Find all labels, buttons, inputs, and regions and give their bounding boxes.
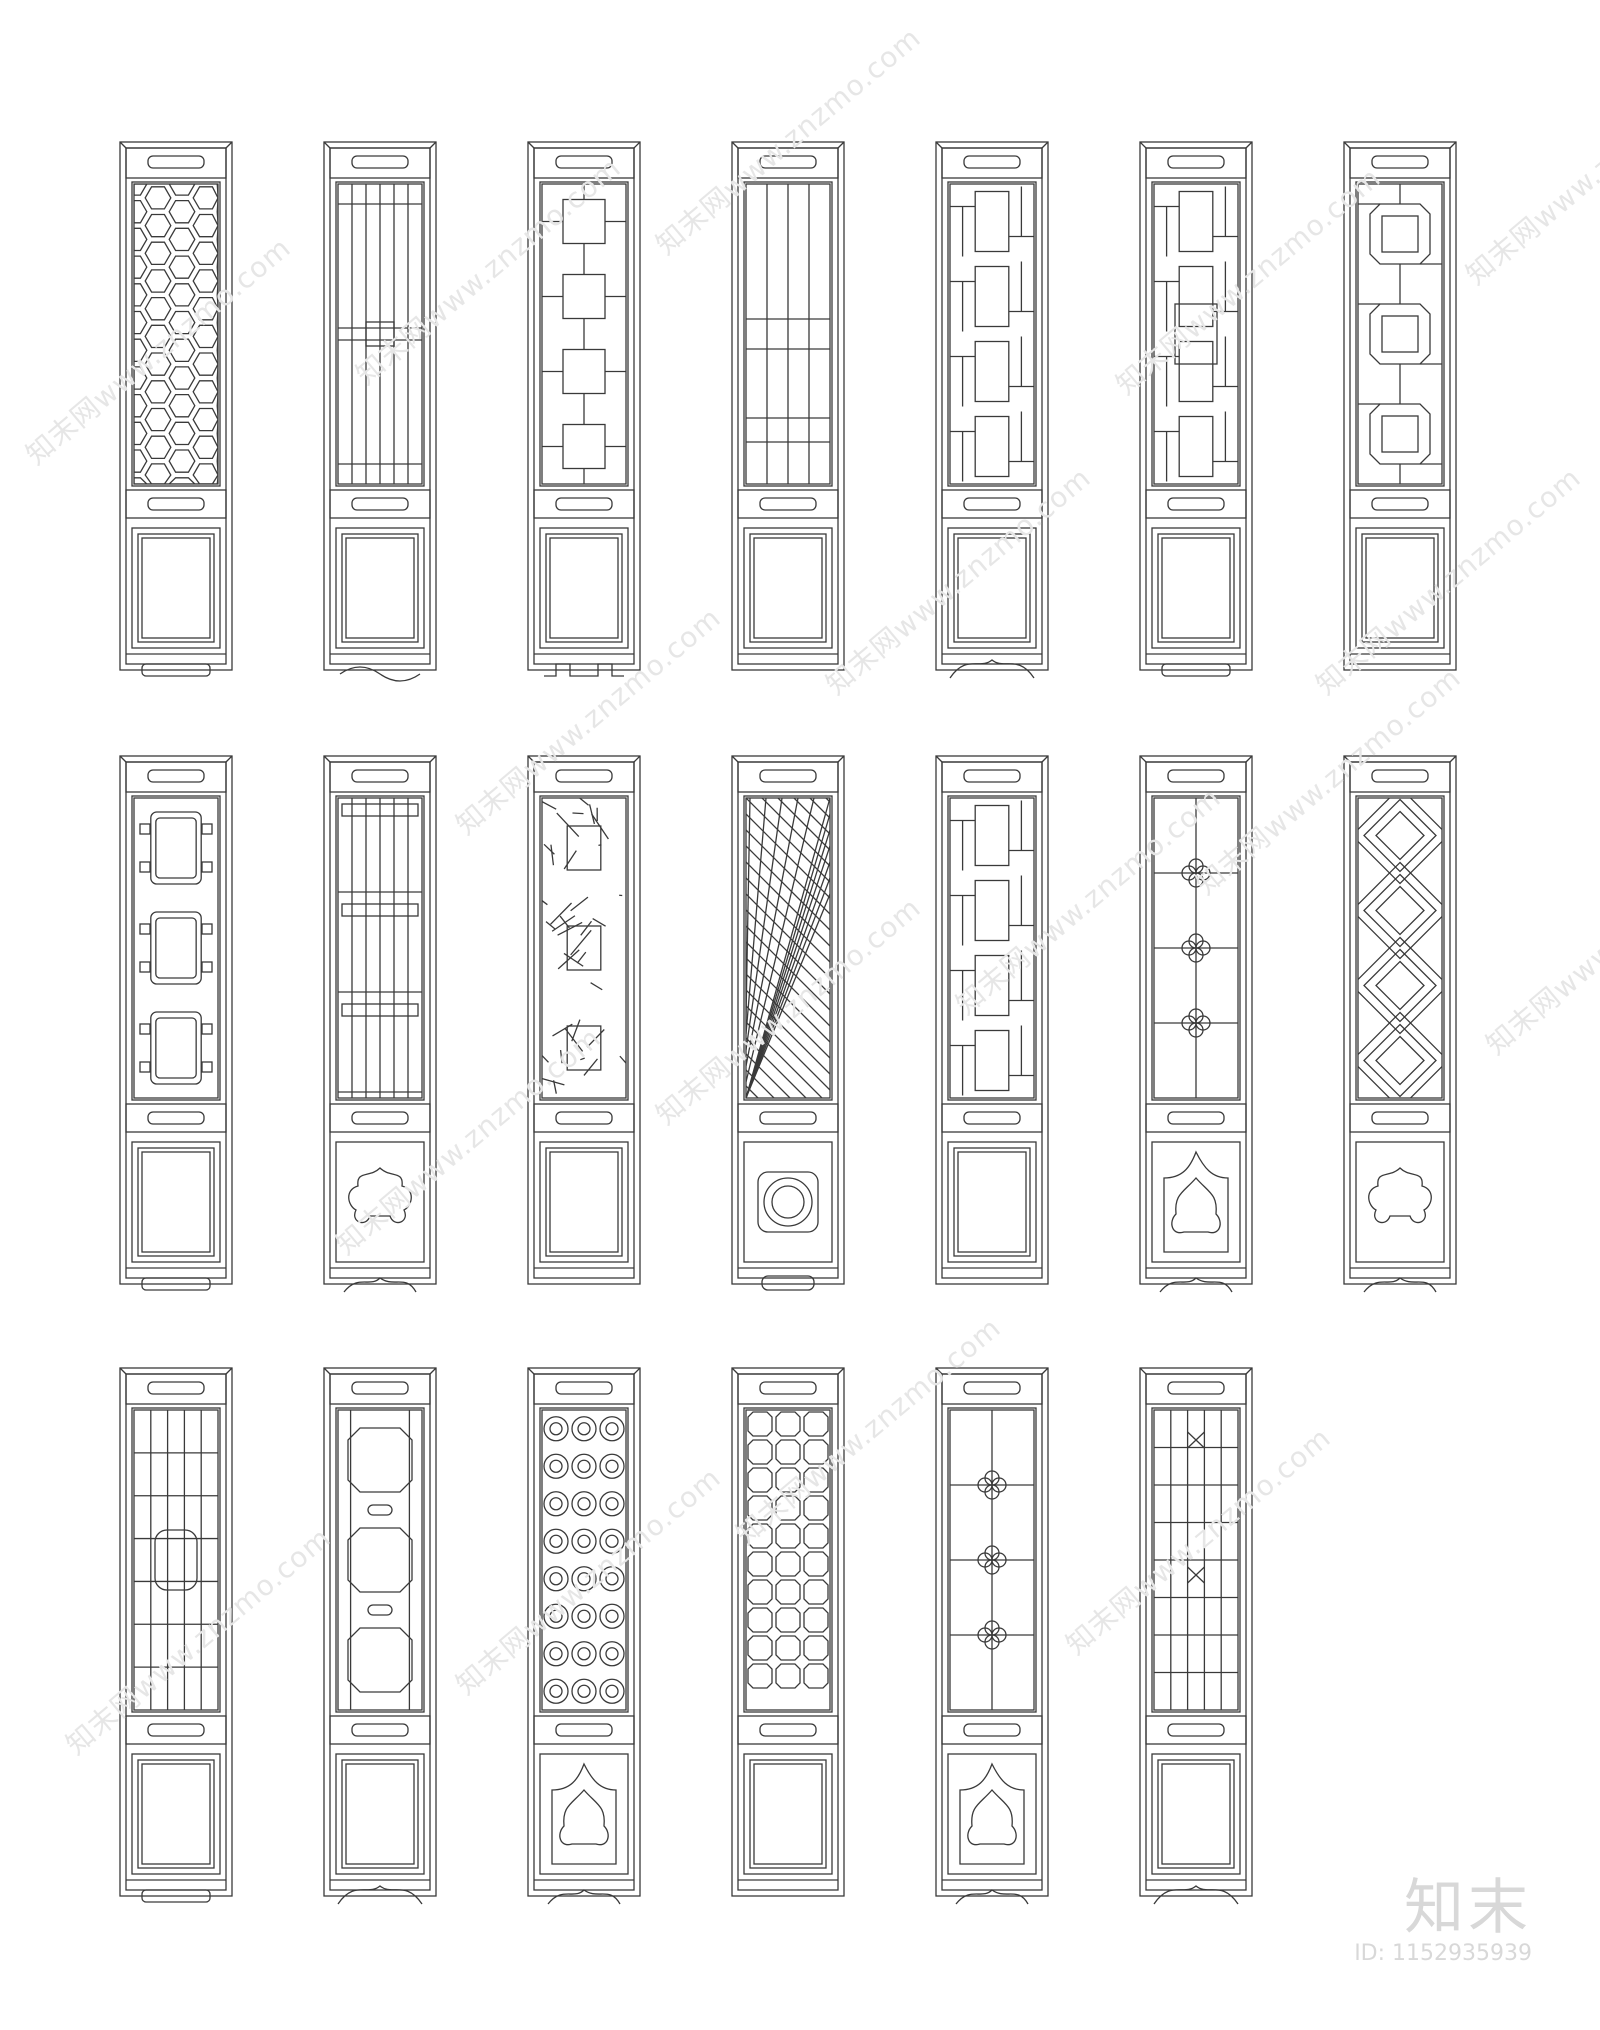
lattice-pattern: [1154, 1410, 1238, 1710]
door-panel: [119, 141, 233, 677]
door-panel: [119, 1367, 233, 1903]
lattice-pattern: [338, 184, 422, 484]
door-panel: [323, 1367, 437, 1905]
lattice-pattern: [950, 186, 1034, 482]
lattice-pattern: [950, 1410, 1034, 1710]
door-panel: [731, 1367, 845, 1897]
lattice-pattern: [1358, 798, 1442, 1098]
door-panel: [1139, 755, 1253, 1293]
door-panel: [935, 141, 1049, 679]
lattice-pattern: [746, 798, 830, 1098]
lattice-pattern: [134, 184, 218, 484]
lattice-pattern: [139, 811, 213, 1085]
door-panel: [323, 755, 437, 1293]
lattice-pattern: [1358, 184, 1442, 484]
lattice-pattern: [1154, 186, 1238, 482]
lattice-pattern: [746, 184, 830, 484]
brand-block: 知末 ID: 1152935939: [1354, 1875, 1532, 1966]
door-panel: [527, 1367, 641, 1905]
door-panel: [119, 755, 233, 1291]
door-panel: [527, 141, 641, 677]
lattice-pattern: [542, 798, 626, 1094]
door-panel: [527, 755, 641, 1285]
door-panel: [1343, 141, 1457, 671]
lattice-pattern: [542, 184, 626, 484]
door-panel: [935, 755, 1049, 1285]
lattice-pattern: [747, 1411, 829, 1689]
brand-logo: 知末: [1404, 1873, 1532, 1943]
door-panel: [731, 141, 845, 671]
door-panel: [935, 1367, 1049, 1905]
lattice-pattern: [543, 1416, 625, 1704]
door-panel: [1343, 755, 1457, 1293]
image-id-label: ID: 1152935939: [1354, 1941, 1532, 1966]
door-panel: [1139, 1367, 1253, 1905]
door-panel: [1139, 141, 1253, 677]
lattice-pattern: [1154, 798, 1238, 1098]
lattice-pattern: [338, 798, 422, 1098]
door-panel: [731, 755, 845, 1291]
lattice-pattern: [347, 1410, 413, 1710]
lattice-pattern: [134, 1410, 218, 1710]
lattice-pattern: [950, 800, 1034, 1096]
door-panel: [323, 141, 437, 682]
